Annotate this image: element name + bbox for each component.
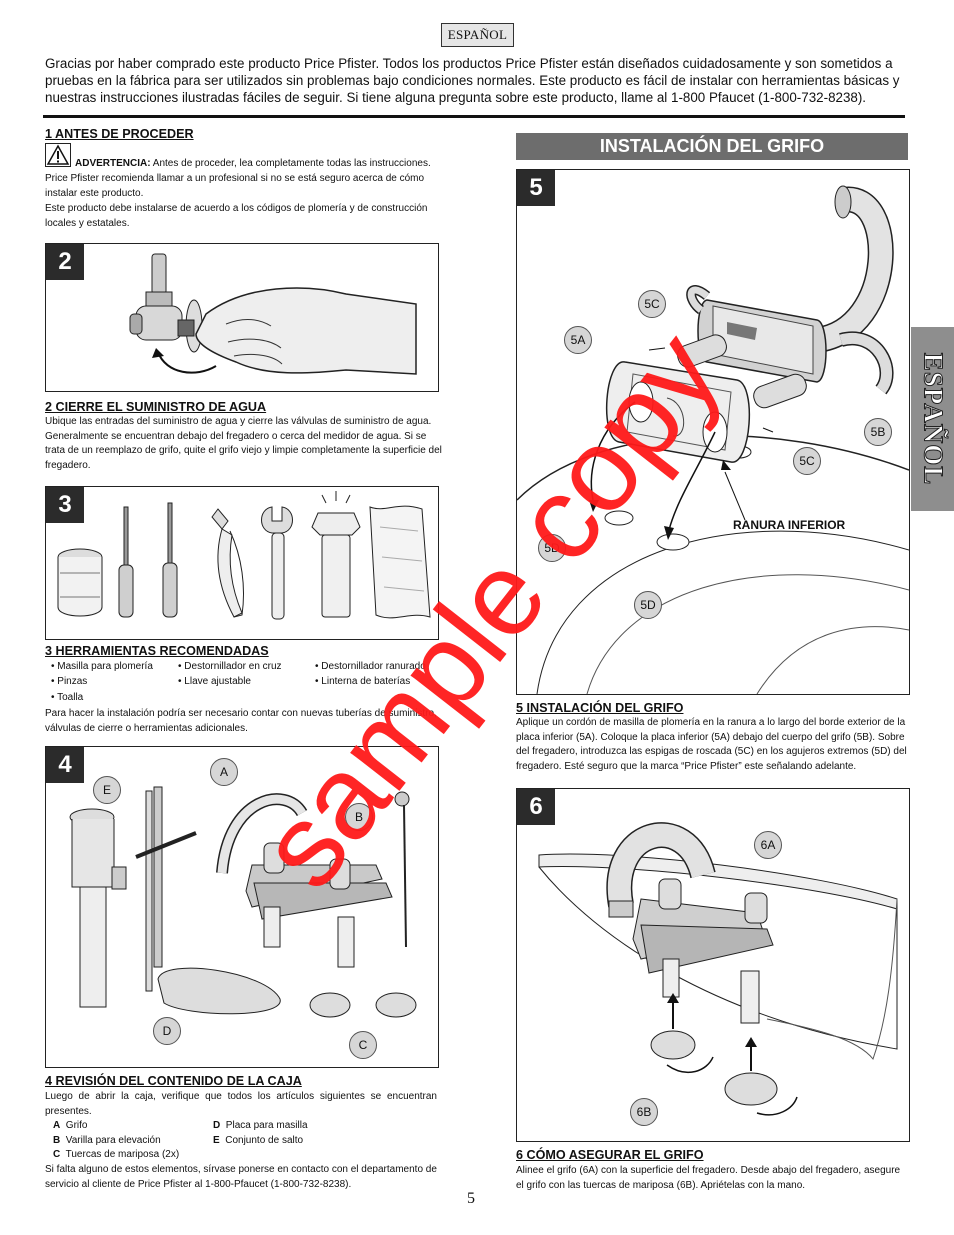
- callout-5a: 5A: [564, 326, 592, 354]
- section-1-title: 1 ANTES DE PROCEDER: [45, 127, 194, 141]
- tools-list-item: • Destornillador ranurado: [315, 661, 426, 672]
- callout-c: C: [349, 1031, 377, 1059]
- section-2-text: Ubique las entradas del suministro de ag…: [45, 416, 442, 471]
- tools-list-item: • Destornillador en cruz: [178, 661, 282, 672]
- figure-2-badge: 2: [46, 244, 84, 280]
- tools-list-item: • Masilla para plomería: [51, 661, 153, 672]
- figure-6-secure-faucet: 6 6A 6B: [516, 788, 910, 1142]
- callout-6a: 6A: [754, 831, 782, 859]
- faucet-installation-banner: INSTALACIÓN DEL GRIFO: [516, 133, 908, 160]
- tools-list-item: • Pinzas: [51, 675, 88, 687]
- section-3-text: Para hacer la instalación podría ser nec…: [45, 708, 437, 734]
- callout-a: A: [210, 758, 238, 786]
- contents-item: E Conjunto de salto: [213, 1134, 304, 1146]
- section-5-title: 5 INSTALACIÓN DEL GRIFO: [516, 701, 684, 715]
- warning-label: ADVERTENCIA:: [75, 158, 151, 169]
- callout-5b: 5B: [864, 418, 892, 446]
- language-tag: ESPAÑOL: [441, 23, 514, 47]
- callout-5d-bottom: 5D: [634, 591, 662, 619]
- tools-illustration: [57, 491, 431, 620]
- figure-3-badge: 3: [46, 487, 84, 523]
- figure-6-badge: 6: [517, 789, 555, 825]
- callout-6b: 6B: [630, 1098, 658, 1126]
- section-1-text-1: Price Pfister recomienda llamar a un pro…: [45, 173, 425, 199]
- section-6-title: 6 CÓMO ASEGURAR EL GRIFO: [516, 1148, 704, 1162]
- callout-b: B: [345, 803, 373, 831]
- tools-list: • Masilla para plomería • Destornillador…: [51, 660, 445, 706]
- figure-2-shutoff-valve: 2: [45, 243, 439, 392]
- section-5-text: Aplique un cordón de masilla de plomería…: [516, 717, 907, 772]
- contents-item: A Grifo: [53, 1120, 88, 1131]
- section-4-intro: Luego de abrir la caja, verifique que to…: [45, 1091, 437, 1117]
- warning-line: ADVERTENCIA: Antes de proceder, lea comp…: [75, 157, 443, 172]
- intro-paragraph: Gracias por haber comprado este producto…: [45, 56, 900, 105]
- figure-4-badge: 4: [46, 747, 84, 783]
- section-1-text-2: Este producto debe instalarse de acuerdo…: [45, 203, 428, 229]
- callout-e: E: [93, 776, 121, 804]
- callout-5c-top: 5C: [638, 290, 666, 318]
- header-divider: [43, 115, 905, 118]
- warning-text: Antes de proceder, lea completamente tod…: [152, 158, 431, 169]
- callout-5d-left: 5D: [538, 534, 566, 562]
- groove-label: RANURA INFERIOR: [733, 518, 846, 532]
- faucet-installation-illustration: [517, 185, 909, 694]
- tools-list-item: • Llave ajustable: [178, 675, 251, 687]
- figure-5-badge: 5: [517, 170, 555, 206]
- warning-icon: [45, 143, 71, 167]
- page-number: 5: [467, 1190, 475, 1207]
- section-3-title: 3 HERRAMIENTAS RECOMENDADAS: [45, 644, 269, 658]
- section-4-text: Si falta alguno de estos elementos, sírv…: [45, 1164, 437, 1190]
- valve-hand-illustration: [129, 253, 417, 375]
- contents-item: C Tuercas de mariposa (2x): [53, 1149, 180, 1161]
- section-6-text: Alinee el grifo (6A) con la superficie d…: [516, 1165, 901, 1191]
- section-4-title: 4 REVISIÓN DEL CONTENIDO DE LA CAJA: [45, 1074, 302, 1088]
- box-contents-illustration: [69, 786, 417, 1018]
- language-side-tab: ESPAÑOL: [911, 327, 954, 511]
- section-2-title: 2 CIERRE EL SUMINISTRO DE AGUA: [45, 400, 267, 414]
- tools-list-item: • Toalla: [51, 692, 84, 704]
- figure-5-faucet-installation: 5 5C 5A 5B 5C RANURA INFERIOR: [516, 169, 910, 695]
- contents-item: D Placa para masilla: [213, 1120, 308, 1131]
- secure-faucet-illustration: [538, 822, 898, 1116]
- callout-d: D: [153, 1017, 181, 1045]
- figure-3-tools: 3: [45, 486, 439, 640]
- contents-item: B Varilla para elevación: [53, 1134, 161, 1146]
- contents-list: A Grifo D Placa para masilla B Varilla p…: [53, 1119, 433, 1163]
- callout-5c-bottom: 5C: [793, 447, 821, 475]
- tools-list-item: • Linterna de baterías: [315, 675, 411, 687]
- figure-4-box-contents: 4 A E B D C: [45, 746, 439, 1068]
